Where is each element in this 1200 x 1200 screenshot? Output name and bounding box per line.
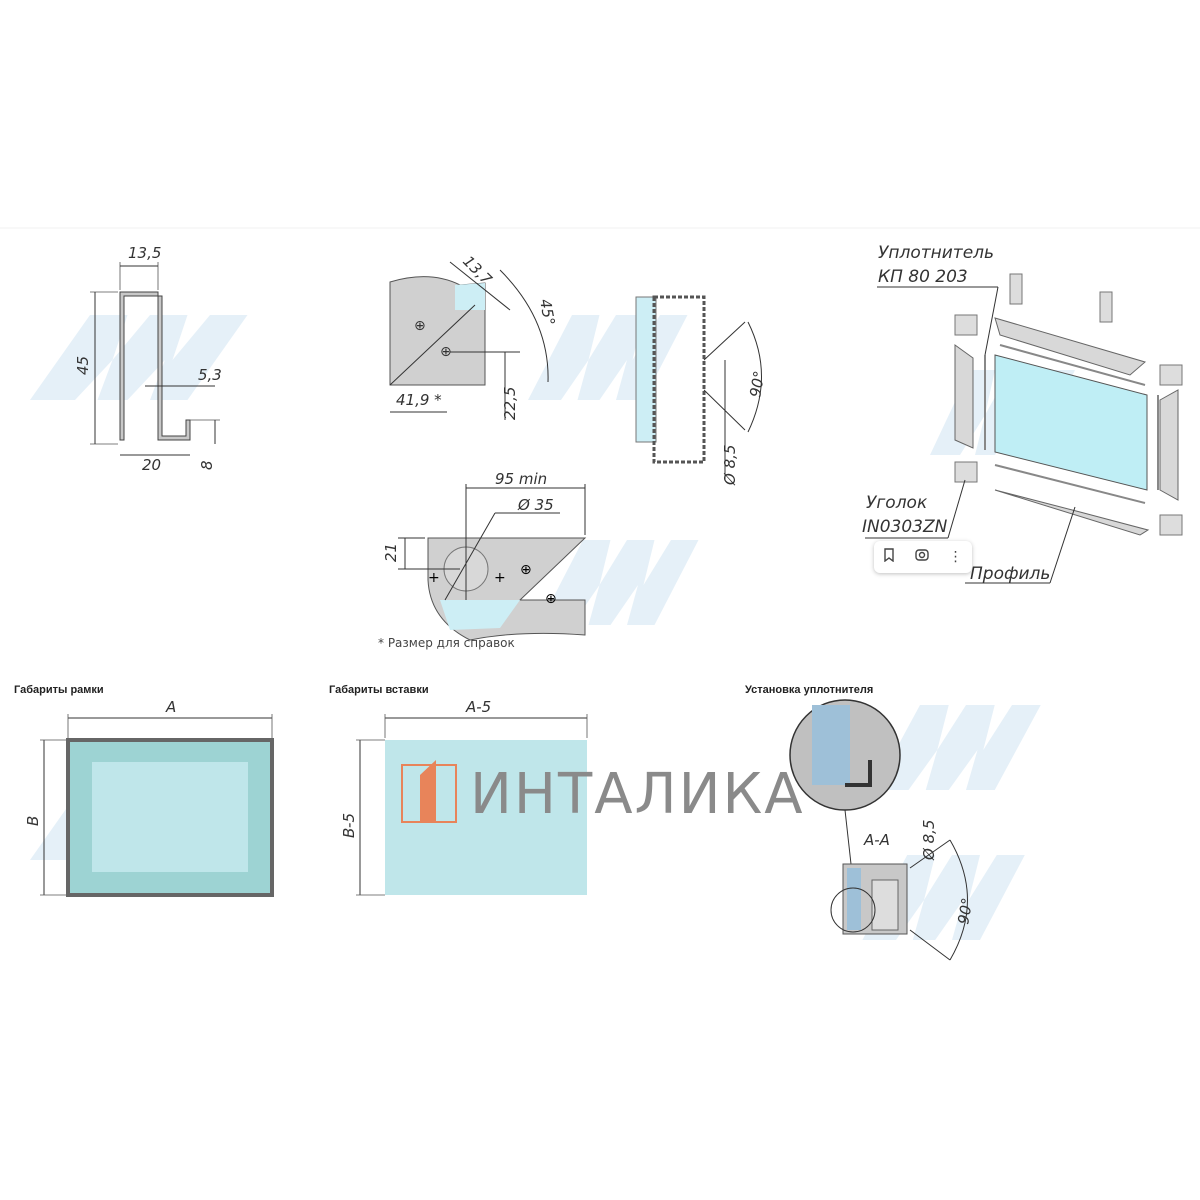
svg-text:⊕: ⊕: [440, 344, 452, 360]
dim-height: 45: [74, 356, 92, 375]
seal-label: Уплотнитель: [878, 243, 994, 263]
seal-install-title: Установка уплотнителя: [745, 684, 873, 696]
exploded-view-drawing: [865, 273, 1183, 584]
seal-dim-diameter: Ø 8,5: [920, 820, 938, 861]
bookmark-icon[interactable]: [883, 548, 895, 566]
dim-angle: 45°: [536, 298, 558, 327]
more-vertical-icon[interactable]: ⋮: [948, 549, 963, 565]
dim-angle-90: 90°: [746, 369, 768, 398]
dim-lip-height: 8: [198, 460, 216, 470]
svg-text:⊕: ⊕: [414, 318, 426, 334]
insert-dim-a: A-5: [465, 698, 491, 716]
dim-edge: 41,9 *: [396, 391, 442, 409]
frame-dims-title: Габариты рамки: [14, 684, 104, 696]
frame-dim-a: A: [165, 698, 176, 716]
seal-code: КП 80 203: [878, 267, 968, 287]
reference-note: * Размер для справок: [378, 636, 515, 650]
svg-text:+: +: [494, 570, 506, 586]
dim-width: 95 min: [495, 470, 547, 488]
intalika-logo-text: ИНТАЛИКА: [470, 762, 805, 827]
corner-label: Уголок: [866, 493, 928, 513]
dim-lip: 5,3: [198, 366, 222, 384]
corner-code: IN0303ZN: [862, 517, 948, 537]
hinge-top-view-drawing: ⊕⊕: [389, 261, 549, 420]
dim-edge-21: 21: [382, 543, 400, 562]
insert-dim-b: B-5: [340, 813, 358, 838]
dim-width-bottom: 20: [142, 456, 161, 474]
seal-dim-angle: 90°: [954, 896, 976, 925]
dim-depth: 22,5: [501, 387, 519, 420]
frame-drawing: [40, 714, 274, 897]
svg-text:⊕: ⊕: [520, 562, 532, 578]
dim-width-top: 13,5: [128, 244, 161, 262]
section-label: A-A: [863, 831, 890, 849]
image-overlay-toolbar: ⋮: [874, 541, 972, 573]
intalika-logo: [401, 760, 457, 823]
profile-label: Профиль: [970, 564, 1050, 584]
lens-search-icon[interactable]: [914, 547, 930, 567]
frame-dim-b: B: [24, 816, 42, 826]
svg-text:+: +: [428, 570, 440, 586]
svg-text:⊕: ⊕: [545, 591, 557, 607]
seal-install-drawing: [789, 699, 968, 961]
profile-cross-drawing: [635, 295, 762, 480]
hinge-drilling-drawing: + + ⊕ ⊕: [398, 484, 587, 641]
dim-diameter: Ø 8,5: [721, 445, 739, 486]
insert-dims-title: Габариты вставки: [329, 684, 429, 696]
dim-cup: Ø 35: [517, 496, 554, 514]
profile-section-drawing: [90, 262, 220, 456]
